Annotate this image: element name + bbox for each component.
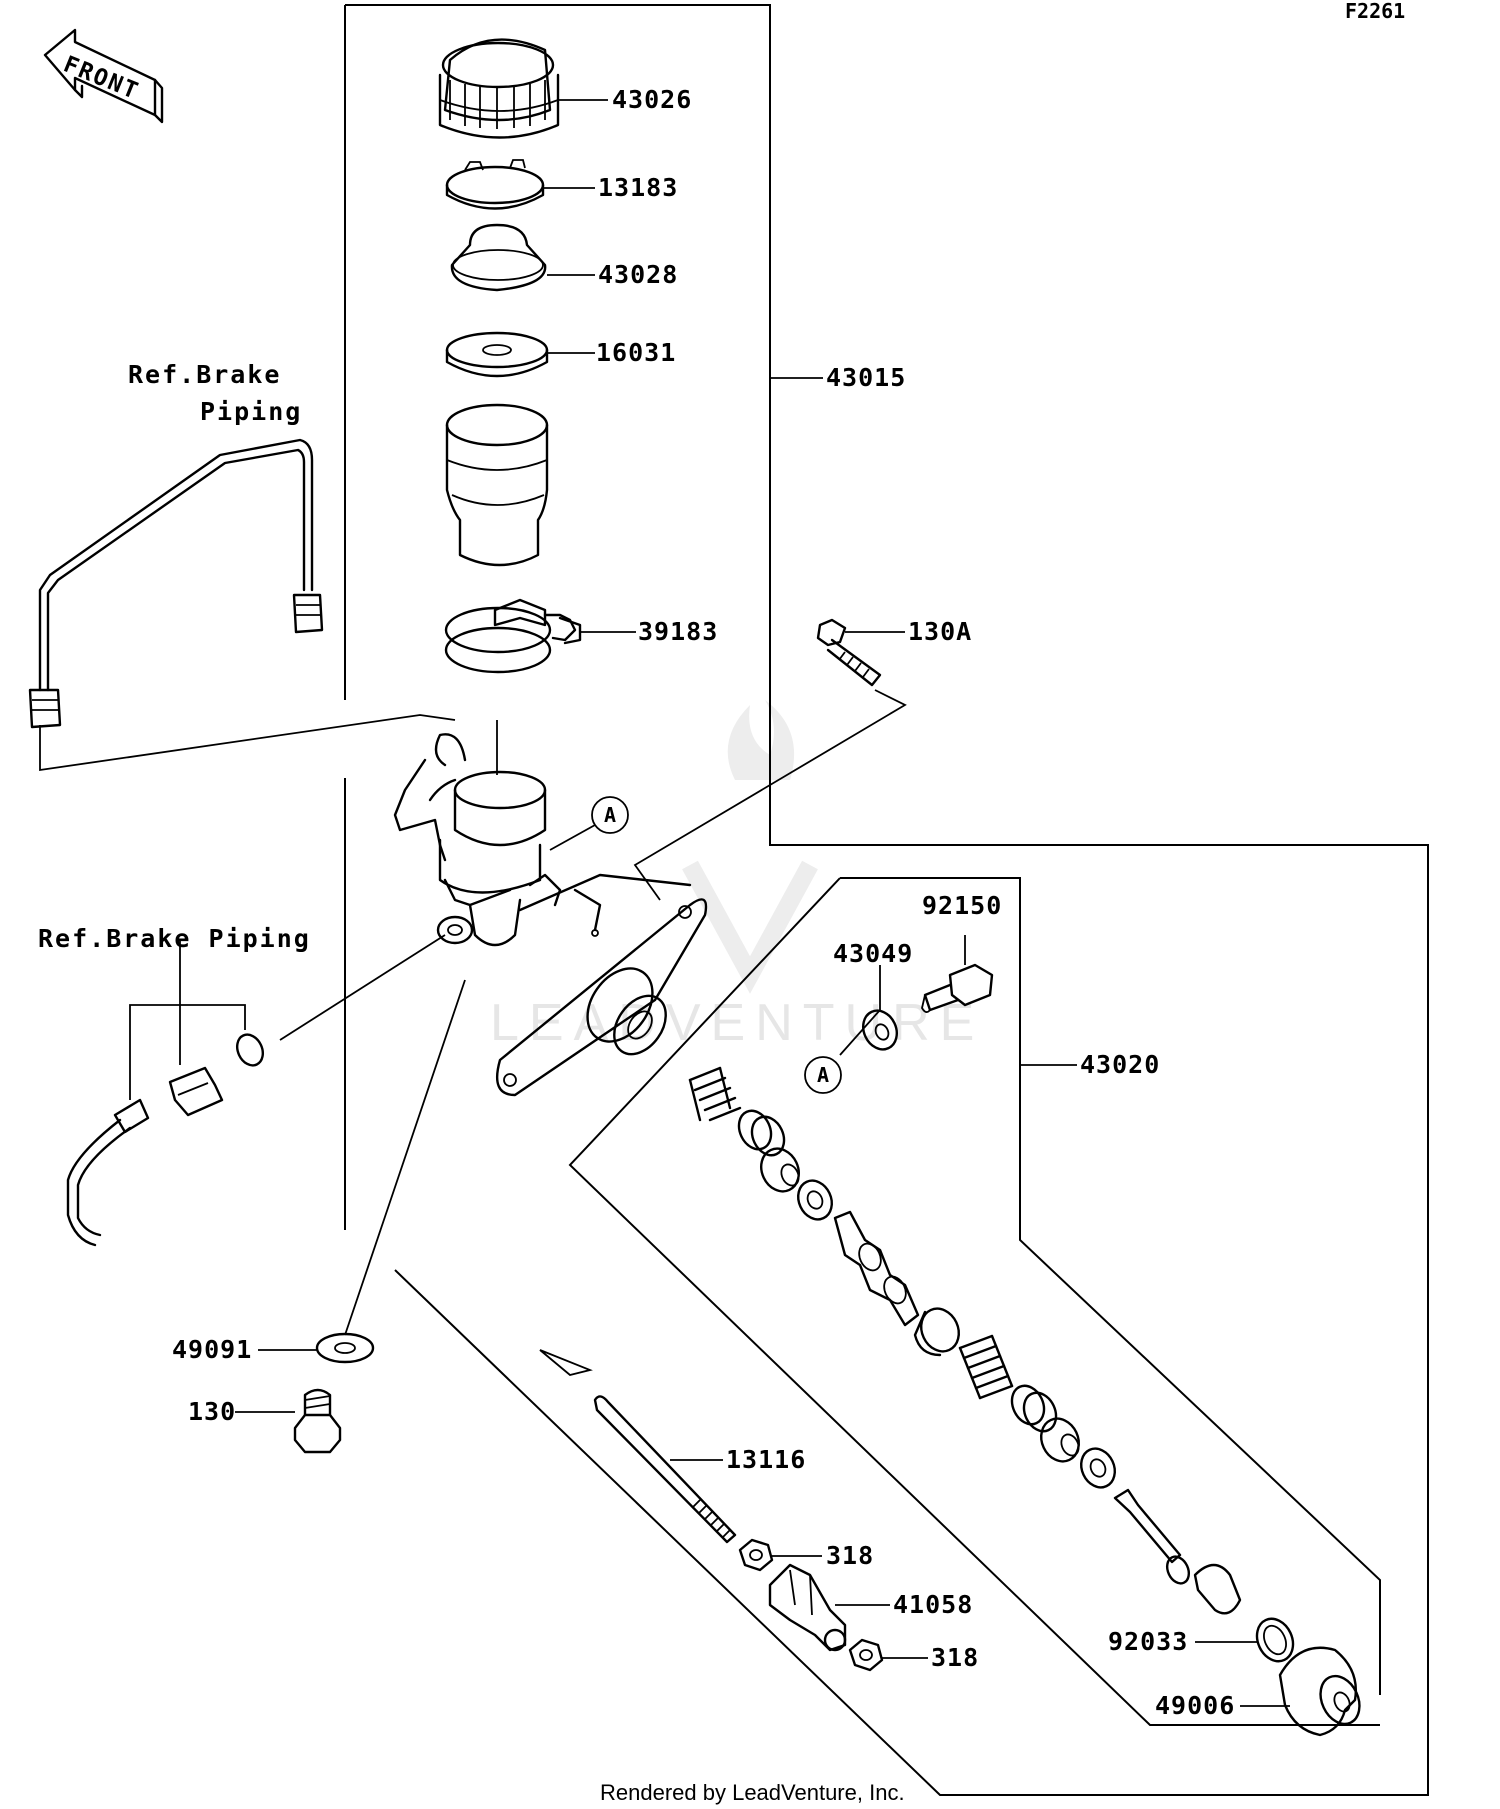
front-arrow-icon: FRONT	[43, 28, 164, 124]
part-piston	[833, 1210, 920, 1327]
part-39183-clamp	[444, 598, 582, 674]
label-43026: 43026	[612, 85, 692, 114]
watermark-logo	[682, 700, 818, 994]
label-ref-brake-piping-upper-1: Ref.Brake	[128, 360, 281, 389]
part-flange	[495, 898, 708, 1097]
label-49091: 49091	[172, 1335, 252, 1364]
part-seal-cup-5	[1040, 1417, 1080, 1463]
label-92150: 92150	[922, 891, 1002, 920]
callout-a-cap: A	[804, 1056, 842, 1094]
part-49091-gasket	[315, 1332, 375, 1364]
diagram-code: F2261	[1345, 0, 1405, 23]
frame-43015	[344, 4, 1429, 1796]
front-label: FRONT	[60, 51, 143, 105]
label-16031: 16031	[596, 338, 676, 367]
leader-brake-piping-lower	[129, 940, 246, 1100]
part-43026-reservoir-cap	[438, 38, 560, 139]
part-130a-bolt	[816, 618, 882, 687]
label-318-lower: 318	[931, 1643, 979, 1672]
leader-callout-a-body	[549, 824, 596, 851]
part-318-nut-lower	[848, 1638, 884, 1672]
label-41058: 41058	[893, 1590, 973, 1619]
part-92150-bleeder-valve	[921, 963, 994, 1013]
label-ref-brake-piping-lower: Ref.Brake Piping	[38, 924, 311, 953]
part-washer-upper	[797, 1179, 833, 1221]
label-92033: 92033	[1108, 1627, 1188, 1656]
leader-130a-to-flange	[633, 689, 907, 901]
part-seal-cup-1	[737, 1109, 786, 1157]
part-spring-upper	[688, 1066, 742, 1122]
svg-text:A: A	[604, 803, 616, 827]
callout-a-body: A	[591, 796, 629, 834]
leader-49091-to-body	[344, 979, 466, 1336]
part-washer-lower	[1080, 1447, 1116, 1489]
part-318-nut-upper	[738, 1538, 774, 1572]
label-130a: 130A	[908, 617, 972, 646]
label-39183: 39183	[638, 617, 718, 646]
label-130: 130	[188, 1397, 236, 1426]
leader-banjo-to-body	[279, 934, 446, 1041]
frame-43020	[568, 877, 1381, 1726]
label-318-upper: 318	[826, 1541, 874, 1570]
label-43020: 43020	[1080, 1050, 1160, 1079]
part-49006-dust-boot	[1278, 1646, 1361, 1737]
part-master-cylinder-body	[393, 733, 692, 947]
part-reservoir	[445, 403, 549, 567]
part-pin	[1113, 1488, 1191, 1585]
label-49006: 49006	[1155, 1691, 1235, 1720]
part-boot-cup	[1193, 1563, 1242, 1615]
label-43028: 43028	[598, 260, 678, 289]
part-130-bolt	[293, 1388, 342, 1454]
part-41058-clevis	[768, 1563, 847, 1652]
label-43015: 43015	[826, 363, 906, 392]
brake-pipe-lower	[66, 1033, 265, 1247]
part-43049-bleeder-cap	[862, 1009, 898, 1051]
part-seal-cup-2	[760, 1147, 800, 1193]
watermark-text: LEADVENTURE	[490, 994, 984, 1052]
leader-brake-piping-upper	[39, 714, 456, 772]
label-13116: 13116	[726, 1445, 806, 1474]
part-seal-cup-3	[913, 1307, 960, 1357]
label-43049: 43049	[833, 939, 913, 968]
part-seal-cup-4	[1010, 1384, 1058, 1433]
part-92033-circlip	[1255, 1617, 1295, 1663]
svg-text:A: A	[817, 1063, 829, 1087]
part-43028-diaphragm	[450, 223, 547, 292]
part-13183-plate	[445, 159, 545, 210]
part-13116-push-rod	[539, 1349, 737, 1544]
part-spring-lower	[958, 1334, 1014, 1400]
part-16031-plate	[445, 331, 549, 378]
brake-pipe-upper	[28, 438, 324, 729]
label-ref-brake-piping-upper-2: Piping	[200, 397, 302, 426]
label-13183: 13183	[598, 173, 678, 202]
footer-rendered-by: Rendered by LeadVenture, Inc.	[600, 1780, 905, 1805]
